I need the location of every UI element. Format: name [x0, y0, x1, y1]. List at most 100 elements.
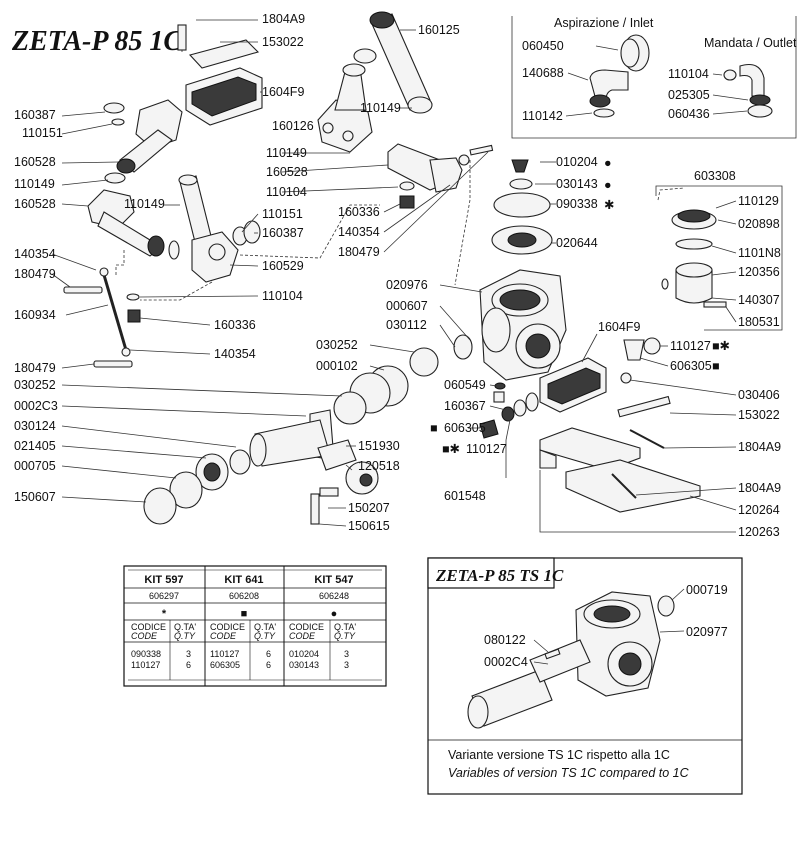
label-010204: 010204 — [556, 155, 598, 169]
label-150615: 150615 — [348, 519, 390, 533]
kit-641-symbol: ■ — [241, 608, 248, 620]
kit-547-col-code-en: CODE — [289, 631, 316, 641]
kit-table: KIT 597 KIT 641 KIT 547 606297 606208 60… — [123, 565, 387, 687]
label-120264: 120264 — [738, 503, 780, 517]
part-labels: 1804A9 153022 1604F9 160125 160387 11015… — [14, 12, 781, 539]
label-110104-b: 110104 — [262, 289, 303, 303]
kit-641-row1-qty: 6 — [266, 649, 271, 659]
label-110151-a: 110151 — [22, 126, 63, 140]
label-080122: 080122 — [484, 633, 526, 647]
label-160528-b: 160528 — [14, 197, 56, 211]
kit-597-row1-qty: 3 — [186, 649, 191, 659]
left-upper-pipe — [103, 99, 183, 184]
label-1604F9-top: 1604F9 — [262, 85, 304, 99]
label-160528-c: 160528 — [266, 165, 308, 179]
label-160528-a: 160528 — [14, 155, 56, 169]
label-020898: 020898 — [738, 217, 780, 231]
label-140688: 140688 — [522, 66, 564, 80]
marks-110127-b: ■✱ — [442, 442, 461, 456]
label-160125: 160125 — [418, 23, 460, 37]
label-030124: 030124 — [14, 419, 56, 433]
label-1101N8: 1101N8 — [738, 246, 781, 260]
kit-597-col-code: CODICE — [131, 622, 166, 632]
kit-641-row2-qty: 6 — [266, 660, 271, 670]
label-120263: 120263 — [738, 525, 780, 539]
bracket-603308 — [655, 185, 783, 331]
ts-note-en: Variables of version TS 1C compared to 1… — [448, 766, 690, 780]
marks-606305-a: ■ — [712, 359, 720, 373]
kit-641-col-qty: Q.TA' — [254, 622, 276, 632]
label-110104-a: 110104 — [266, 185, 307, 199]
label-160387-a: 160387 — [14, 108, 56, 122]
label-180479-a: 180479 — [338, 245, 380, 259]
label-1804A9-mid: 1804A9 — [738, 440, 781, 454]
inlet-oring-part — [593, 108, 615, 118]
ts-variant-panel: ZETA-P 85 TS 1C Variante versione TS 1C … — [427, 557, 743, 795]
label-1804A9-low: 1804A9 — [738, 481, 781, 495]
label-160336-a: 160336 — [338, 205, 380, 219]
small-valve-parts — [479, 382, 539, 439]
kit-597-col-code-en: CODE — [131, 631, 158, 641]
kit-641-row1-code: 110127 — [210, 649, 239, 659]
kit-547-row2-code: 030143 — [289, 660, 319, 670]
label-025305: 025305 — [668, 88, 710, 102]
circle-mark-030143: ● — [604, 178, 612, 192]
kit-547-name: KIT 547 — [314, 574, 353, 586]
tee-pipe-160529 — [126, 174, 261, 323]
label-606305-b: 606305 — [444, 421, 486, 435]
label-030406: 030406 — [738, 388, 780, 402]
label-060549: 060549 — [444, 378, 486, 392]
ts-title: ZETA-P 85 TS 1C — [435, 566, 564, 585]
label-000705: 000705 — [14, 459, 56, 473]
kit-641-col-code: CODICE — [210, 622, 245, 632]
diaphragm-stack — [491, 159, 556, 255]
star-mark-090338: ✱ — [604, 198, 615, 212]
cam-and-pins — [310, 439, 379, 525]
label-020644: 020644 — [556, 236, 598, 250]
label-603308: 603308 — [694, 169, 736, 183]
circle-mark-010204: ● — [604, 156, 612, 170]
label-160126: 160126 — [272, 119, 314, 133]
label-020977: 020977 — [686, 625, 728, 639]
label-160529: 160529 — [262, 259, 304, 273]
outlet-fitting-part — [712, 63, 773, 118]
inlet-nut-part — [595, 34, 650, 72]
label-150207: 150207 — [348, 501, 390, 515]
kit-597-row2-qty: 6 — [186, 660, 191, 670]
label-180479-c: 180479 — [14, 361, 56, 375]
label-160934: 160934 — [14, 308, 56, 322]
kit-597-code: 606297 — [149, 591, 179, 601]
label-140307: 140307 — [738, 293, 780, 307]
inlet-outlet-panel: Aspirazione / Inlet Mandata / Outlet — [511, 16, 797, 139]
label-000719: 000719 — [686, 583, 728, 597]
inlet-title: Aspirazione / Inlet — [554, 16, 654, 30]
valve-cover-1604F9 — [539, 337, 661, 413]
label-160336-b: 160336 — [214, 318, 256, 332]
kit-547-code: 606248 — [319, 591, 349, 601]
bracket-assembly — [539, 395, 701, 513]
outlet-title: Mandata / Outlet — [704, 36, 797, 50]
label-160367: 160367 — [444, 399, 486, 413]
label-153022-mid: 153022 — [738, 408, 780, 422]
label-030252-a: 030252 — [316, 338, 358, 352]
kit-641-col-code-en: CODE — [210, 631, 237, 641]
label-606305-a: 606305 — [670, 359, 712, 373]
label-120356: 120356 — [738, 265, 780, 279]
kit-597-row1-code: 090338 — [131, 649, 161, 659]
label-110142: 110142 — [522, 109, 563, 123]
kit-641-name: KIT 641 — [224, 574, 263, 586]
label-110104-c: 110104 — [668, 67, 709, 81]
diagram-title: ZETA-P 85 1C — [11, 26, 182, 57]
shaft-stack — [143, 347, 439, 525]
label-110127-b: 110127 — [466, 442, 507, 456]
label-110149-c: 110149 — [360, 101, 401, 115]
label-030112: 030112 — [386, 318, 427, 332]
inlet-elbow-part — [567, 69, 629, 108]
tee-pipe-160528-upper — [387, 143, 494, 209]
label-1604F9-mid: 1604F9 — [598, 320, 640, 334]
kit-597-row2-code: 110127 — [131, 660, 160, 670]
label-151930: 151930 — [358, 439, 400, 453]
kit-547-symbol: ● — [331, 608, 338, 620]
label-030252-b: 030252 — [14, 378, 56, 392]
